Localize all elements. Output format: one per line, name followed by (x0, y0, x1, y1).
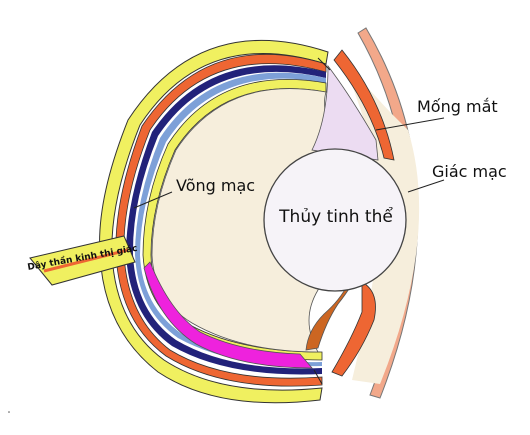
zonule-line-1 (317, 57, 331, 71)
iris-leader-line (375, 117, 445, 131)
optic-nerve-core (43, 248, 129, 273)
zonule-line-2 (313, 369, 323, 385)
retina-leader-line (133, 191, 173, 209)
sclera (99, 40, 329, 404)
ciliary-body-upper (311, 64, 379, 161)
cornea-leader-line (407, 179, 445, 193)
macula (143, 261, 313, 369)
iris-lower (331, 281, 376, 377)
anterior-chamber (338, 52, 420, 384)
iris-upper (333, 49, 395, 161)
cornea-label: Giác mạc (432, 162, 507, 181)
ciliary-body-lower (305, 283, 353, 351)
choroid (115, 53, 327, 387)
retina-inner-lining (142, 79, 327, 361)
retina-label: Võng mạc (176, 176, 255, 195)
stray-dot (8, 411, 10, 413)
iris-label: Mống mắt (417, 97, 498, 116)
lens-label: Thủy tinh thể (278, 206, 393, 227)
lens (263, 148, 407, 292)
